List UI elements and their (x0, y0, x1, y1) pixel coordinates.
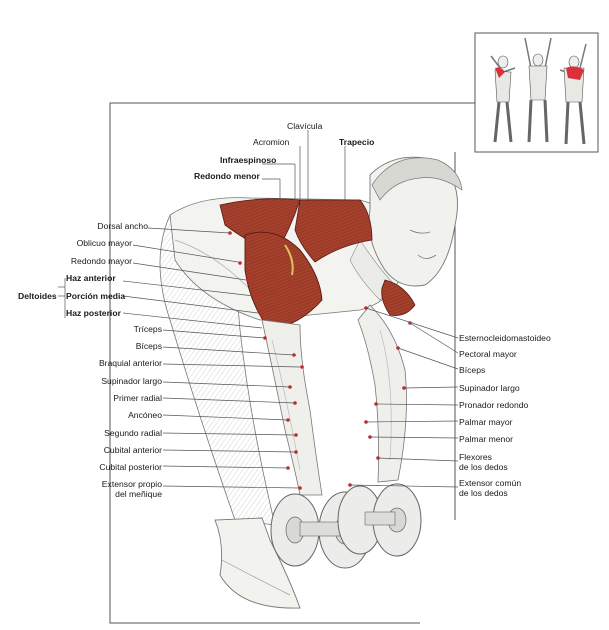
label-flexores: Flexores de los dedos (459, 452, 508, 472)
label-haz-posterior: Haz posterior (66, 308, 121, 318)
label-cubital-anterior: Cubital anterior (103, 445, 162, 455)
label-supinador-largo-right: Supinador largo (459, 383, 520, 393)
inset-figure-3 (559, 43, 587, 145)
label-dorsal-ancho: Dorsal ancho (97, 221, 148, 231)
label-trapecio: Trapecio (339, 137, 375, 147)
label-anconeo: Ancóneo (128, 410, 162, 420)
label-cubital-posterior: Cubital posterior (99, 462, 162, 472)
label-redondo-menor: Redondo menor (194, 171, 260, 181)
leader-lines (58, 130, 459, 489)
label-extensor-comun: Extensor común de los dedos (459, 478, 522, 498)
figure-body (159, 156, 463, 609)
label-triceps: Tríceps (133, 324, 162, 334)
label-supinador-largo-left: Supinador largo (101, 376, 162, 386)
label-biceps-left: Bíceps (135, 341, 162, 351)
label-esternocleidomastoideo: Esternocleidomastoideo (459, 333, 551, 343)
label-redondo-mayor: Redondo mayor (70, 256, 132, 266)
label-porcion-media: Porción media (66, 291, 126, 301)
label-oblicuo-mayor: Oblicuo mayor (76, 238, 132, 248)
label-biceps-right: Bíceps (459, 365, 486, 375)
inset-thumbnails (490, 37, 587, 145)
inset-figure-1 (490, 55, 516, 143)
label-pectoral-mayor: Pectoral mayor (459, 349, 517, 359)
label-pronador-redondo: Pronador redondo (459, 400, 529, 410)
label-acromion: Acromion (253, 137, 290, 147)
label-palmar-menor: Palmar menor (459, 434, 513, 444)
label-primer-radial: Primer radial (113, 393, 162, 403)
dumbbells (270, 483, 422, 569)
label-braquial-anterior: Braquial anterior (98, 358, 162, 368)
label-palmar-mayor: Palmar mayor (459, 417, 513, 427)
inset-figure-2 (524, 37, 552, 143)
label-deltoides: Deltoides (18, 291, 57, 301)
label-clavicula: Clavícula (287, 121, 323, 131)
label-segundo-radial: Segundo radial (104, 428, 162, 438)
label-infraespinoso: Infraespinoso (220, 155, 277, 165)
label-haz-anterior: Haz anterior (66, 273, 116, 283)
label-extensor-propio: Extensor propio del meñique (101, 479, 162, 499)
